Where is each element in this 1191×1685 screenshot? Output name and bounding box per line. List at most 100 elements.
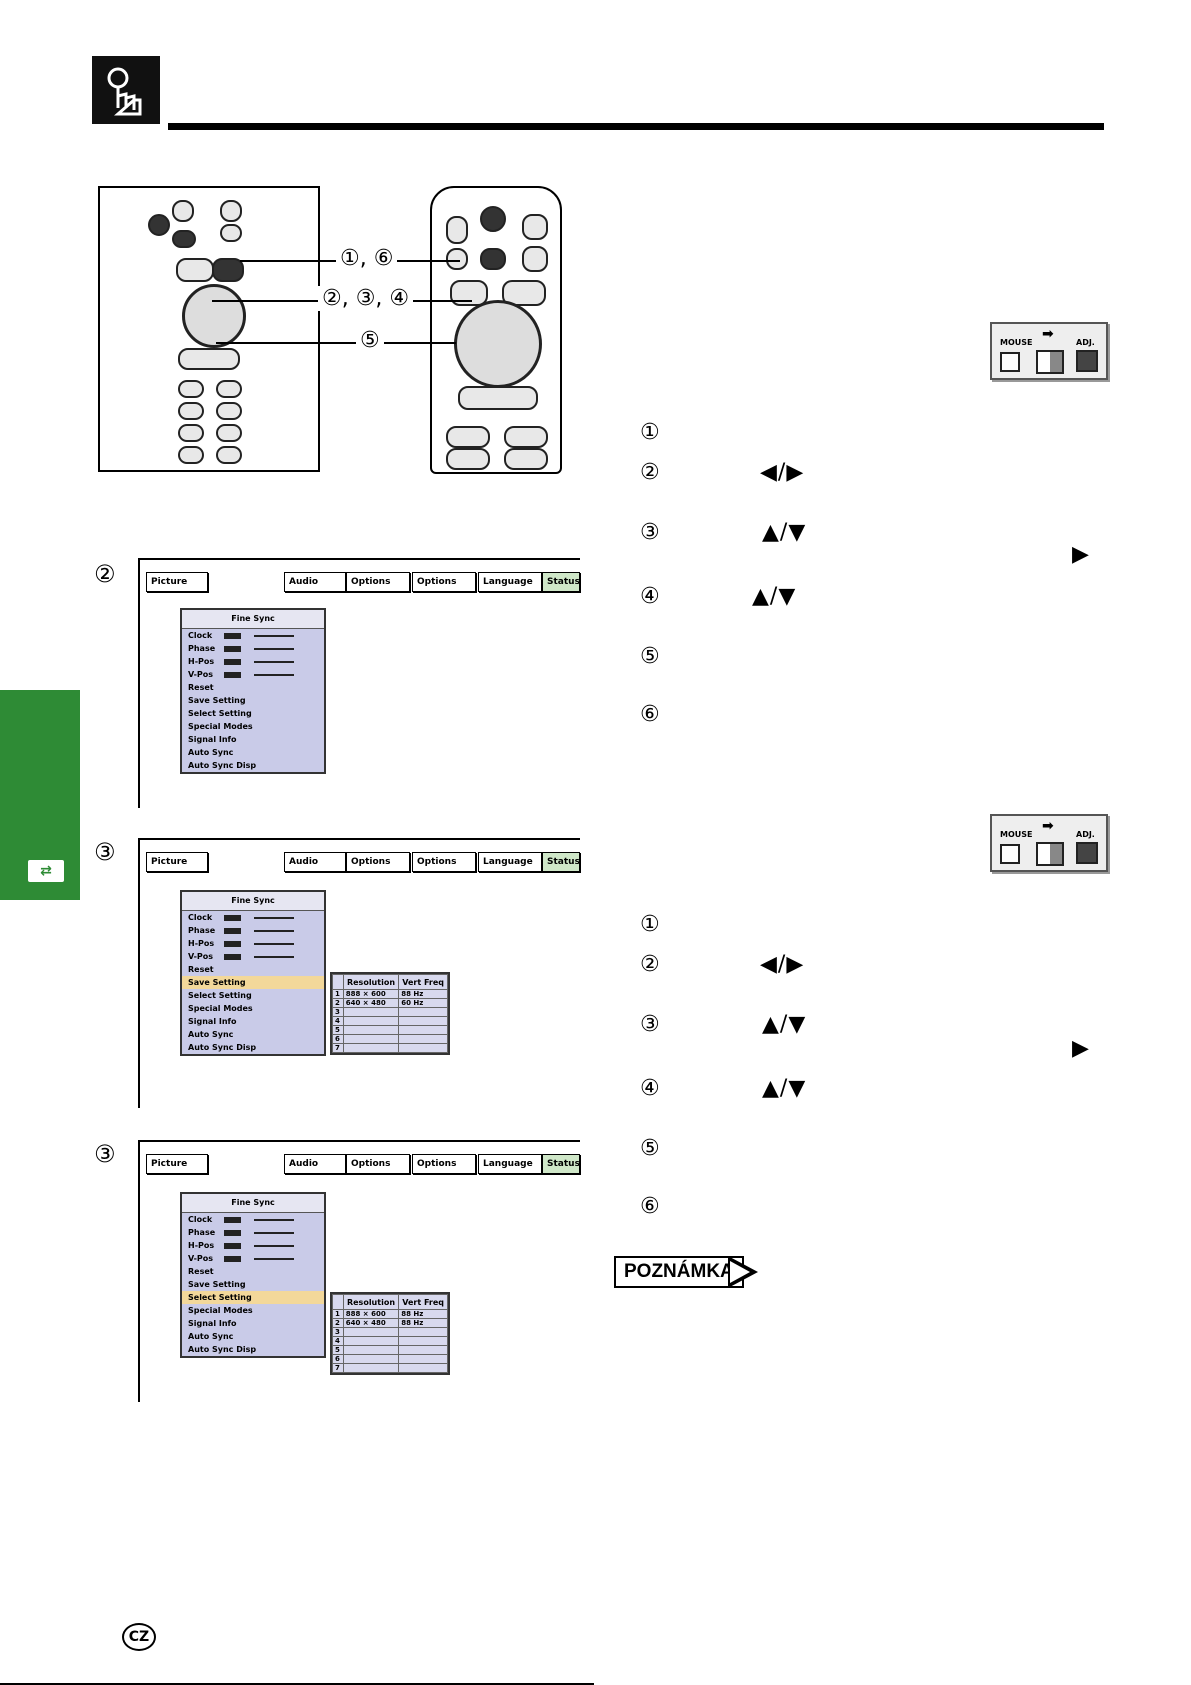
tab-language[interactable]: Language [478, 572, 542, 592]
remote-button[interactable] [504, 426, 548, 448]
switch-slider[interactable] [1036, 842, 1064, 866]
table-row[interactable]: 6 [332, 1034, 448, 1044]
remote-button[interactable] [172, 200, 194, 222]
remote-button[interactable] [216, 446, 242, 464]
menu-row[interactable]: Save Setting [188, 1280, 246, 1289]
menu-row[interactable]: Signal Info [188, 1017, 237, 1026]
remote-button[interactable] [172, 230, 196, 248]
remote-button[interactable] [216, 424, 242, 442]
table-row[interactable]: 7 [332, 1363, 448, 1373]
left-right-arrows: ◀/▶ [760, 952, 805, 977]
tab-options-1[interactable]: Options [346, 572, 410, 592]
menu-row[interactable]: H-Pos [182, 655, 324, 668]
menu-row[interactable]: Auto Sync Disp [188, 761, 257, 770]
remote-button[interactable] [446, 216, 468, 244]
remote-button[interactable] [178, 424, 204, 442]
tab-status[interactable]: Status [542, 572, 580, 592]
tab-audio[interactable]: Audio [284, 852, 346, 872]
table-row[interactable]: 5 [332, 1345, 448, 1355]
mouse-label: MOUSE [1000, 338, 1033, 347]
menu-row[interactable]: V-Pos [182, 1252, 324, 1265]
menu-row[interactable]: Clock [182, 629, 324, 642]
menu-row[interactable]: Reset [188, 1267, 214, 1276]
menu-row[interactable]: Save Setting [188, 696, 246, 705]
table-row[interactable]: 6 [332, 1354, 448, 1364]
menu-row[interactable]: H-Pos [182, 937, 324, 950]
remote-button[interactable] [178, 402, 204, 420]
menu-row[interactable]: Phase [182, 924, 324, 937]
menu-row[interactable]: Reset [188, 683, 214, 692]
menu-row[interactable]: Phase [182, 642, 324, 655]
table-row[interactable]: 5 [332, 1025, 448, 1035]
remote-button[interactable] [504, 448, 548, 470]
menu-row[interactable]: Signal Info [188, 1319, 237, 1328]
tab-options-2[interactable]: Options [412, 572, 476, 592]
remote-dpad[interactable] [182, 284, 246, 348]
menu-row[interactable]: Auto Sync [188, 1030, 234, 1039]
remote-dpad[interactable] [454, 300, 542, 388]
menu-row[interactable]: Phase [182, 1226, 324, 1239]
tab-language[interactable]: Language [478, 852, 542, 872]
menu-row[interactable]: Auto Sync Disp [188, 1345, 257, 1354]
menu-row[interactable]: Special Modes [188, 1004, 253, 1013]
table-row[interactable]: 7 [332, 1043, 448, 1053]
remote-button[interactable] [480, 248, 506, 270]
menu-row[interactable]: Auto Sync [188, 1332, 234, 1341]
remote-button[interactable] [216, 380, 242, 398]
menu-row[interactable]: Select Setting [188, 991, 252, 1000]
remote-button[interactable] [220, 200, 242, 222]
tab-picture[interactable]: Picture [146, 852, 208, 872]
enter-button[interactable] [178, 348, 240, 370]
tab-language[interactable]: Language [478, 1154, 542, 1174]
up-down-arrows: ▲/▼ [762, 1012, 807, 1037]
remote-button[interactable] [446, 248, 468, 270]
menu-row[interactable]: Clock [182, 911, 324, 924]
remote-button[interactable] [480, 206, 506, 232]
menu-button[interactable] [212, 258, 244, 282]
remote-button[interactable] [216, 402, 242, 420]
menu-row[interactable]: Special Modes [188, 722, 253, 731]
remote-button[interactable] [522, 246, 548, 272]
remote-button[interactable] [176, 258, 214, 282]
menu-row[interactable]: Auto Sync Disp [188, 1043, 257, 1052]
tab-audio[interactable]: Audio [284, 572, 346, 592]
table-row[interactable]: 4 [332, 1016, 448, 1026]
menu-row[interactable]: Select Setting [188, 709, 252, 718]
table-row[interactable]: 4 [332, 1336, 448, 1346]
remote-button[interactable] [178, 380, 204, 398]
menu-row[interactable]: Auto Sync [188, 748, 234, 757]
tab-status[interactable]: Status [542, 1154, 580, 1174]
switch-slider[interactable] [1036, 350, 1064, 374]
menu-row[interactable]: H-Pos [182, 1239, 324, 1252]
menu-row[interactable]: Signal Info [188, 735, 237, 744]
up-down-arrows: ▲/▼ [752, 584, 797, 609]
menu-row[interactable]: Reset [188, 965, 214, 974]
tab-options-2[interactable]: Options [412, 852, 476, 872]
tab-options-1[interactable]: Options [346, 852, 410, 872]
tab-picture[interactable]: Picture [146, 1154, 208, 1174]
remote-button[interactable] [446, 448, 490, 470]
menu-row-selected[interactable]: Save Setting [182, 976, 324, 989]
tab-audio[interactable]: Audio [284, 1154, 346, 1174]
menu-row[interactable]: V-Pos [182, 668, 324, 681]
remote-button[interactable] [522, 214, 548, 240]
menu-row-selected[interactable]: Select Setting [182, 1291, 324, 1304]
tab-options-1[interactable]: Options [346, 1154, 410, 1174]
tab-picture[interactable]: Picture [146, 572, 208, 592]
remote-button[interactable] [446, 426, 490, 448]
remote-button[interactable] [148, 214, 170, 236]
table-row[interactable]: 3 [332, 1007, 448, 1017]
tab-status[interactable]: Status [542, 852, 580, 872]
menu-row[interactable]: Clock [182, 1213, 324, 1226]
enter-button[interactable] [458, 386, 538, 410]
menu-row[interactable]: Special Modes [188, 1306, 253, 1315]
remote-button[interactable] [178, 446, 204, 464]
remote-button[interactable] [220, 224, 242, 242]
table-row[interactable]: 3 [332, 1327, 448, 1337]
menu-row[interactable]: V-Pos [182, 950, 324, 963]
tab-options-2[interactable]: Options [412, 1154, 476, 1174]
